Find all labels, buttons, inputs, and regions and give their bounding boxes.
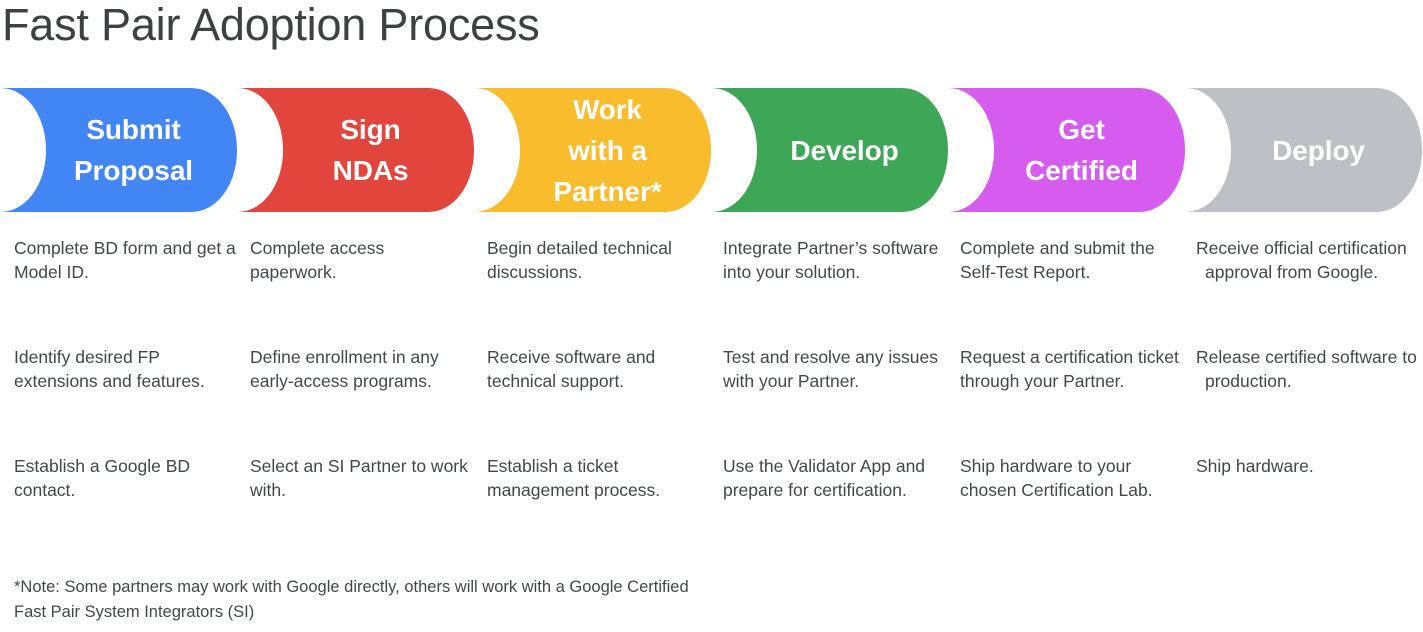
process-step-label-submit-proposal: Submit Proposal xyxy=(73,114,193,186)
process-step-label-deploy: Deploy xyxy=(1272,134,1365,166)
process-step-submit-proposal[interactable]: Submit Proposal xyxy=(0,88,237,212)
step-item: Complete access paperwork. xyxy=(250,238,385,282)
step-item: Define enrollment in any early-access pr… xyxy=(250,347,439,391)
step-item: Ship hardware to your chosen Certificati… xyxy=(960,456,1153,500)
process-step-develop[interactable]: Develop xyxy=(711,88,948,212)
step-item: Test and resolve any issues with your Pa… xyxy=(723,347,938,391)
step-item: Use the Validator App and prepare for ce… xyxy=(723,456,926,500)
step-item: Identify desired FP extensions and featu… xyxy=(14,347,205,391)
step-item: Ship hardware. xyxy=(1196,456,1314,476)
step-item: Integrate Partner’s software into your s… xyxy=(723,238,939,282)
step-item: Complete BD form and get a Model ID. xyxy=(14,238,236,282)
step-item: Complete and submit the Self-Test Report… xyxy=(960,238,1155,282)
chevron-shape-get-certified xyxy=(948,88,1185,212)
page-title: Fast Pair Adoption Process xyxy=(2,0,540,50)
process-step-sign-ndas[interactable]: Sign NDAs xyxy=(237,88,474,212)
step-item: Receive official certification approval … xyxy=(1196,238,1407,282)
footnote-note: *Note: Some partners may work with Googl… xyxy=(14,578,689,621)
step-item: Establish a Google BD contact. xyxy=(14,456,191,500)
process-step-deploy[interactable]: Deploy xyxy=(1185,88,1422,212)
chevron-shape-sign-ndas xyxy=(237,88,474,212)
chevron-shape-deploy xyxy=(1185,88,1422,212)
step-item: Receive software and technical support. xyxy=(487,347,656,391)
process-step-work-with-a-partner[interactable]: Work with a Partner* xyxy=(474,88,711,212)
process-step-get-certified[interactable]: Get Certified xyxy=(948,88,1185,212)
process-step-label-develop: Develop xyxy=(790,134,899,166)
step-item: Begin detailed technical discussions. xyxy=(487,238,672,282)
step-item: Select an SI Partner to work with. xyxy=(250,456,468,500)
process-banner: Submit Proposal Sign NDAs Work with a Part… xyxy=(0,88,1423,212)
chevron-shape-develop xyxy=(711,88,948,212)
chevron-shape-submit-proposal xyxy=(0,88,237,212)
steps-grid: Complete BD form and get a Model ID. Iden… xyxy=(0,236,1423,556)
step-item: Establish a ticket management process. xyxy=(487,456,661,500)
process-step-label-work-with-a-partner: Work with a Partner* xyxy=(553,93,662,207)
process-step-label-get-certified: Get Certified xyxy=(1025,114,1138,186)
step-item: Request a certification ticket through y… xyxy=(960,347,1179,391)
process-step-label-sign-ndas: Sign NDAs xyxy=(332,114,409,186)
chevron-shape-work-with-a-partner xyxy=(474,88,711,212)
step-item: Release certified software to production… xyxy=(1196,347,1417,391)
